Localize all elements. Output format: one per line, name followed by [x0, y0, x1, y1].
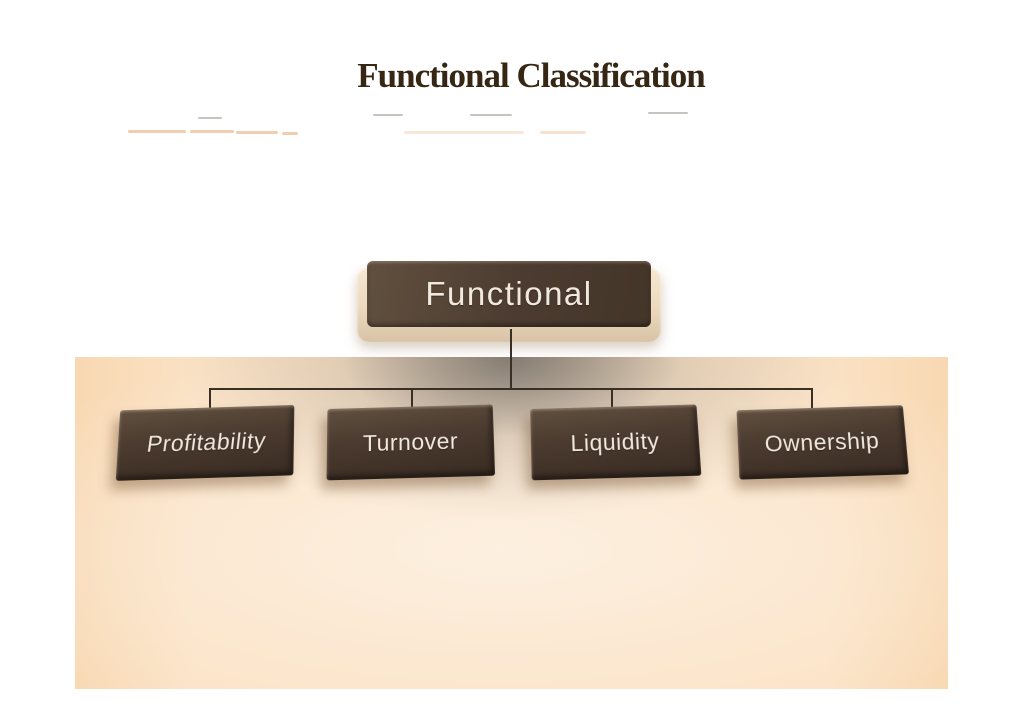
artifact-smudge: [540, 131, 586, 134]
artifact-smudge: [648, 112, 688, 114]
connector-drop-turnover: [411, 388, 413, 407]
connector-drop-liquidity: [611, 388, 613, 407]
child-node-label: Liquidity: [570, 427, 661, 456]
child-node-label: Profitability: [144, 427, 267, 457]
artifact-smudge: [282, 132, 298, 135]
slide-title: Functional Classification: [357, 56, 705, 95]
artifact-smudge: [236, 131, 278, 134]
child-node-turnover: Turnover: [326, 404, 496, 481]
root-node-label: Functional: [425, 275, 593, 312]
artifact-smudge: [373, 114, 403, 116]
artifact-smudge: [128, 130, 186, 133]
child-node-label: Ownership: [764, 426, 881, 457]
artifact-smudge: [470, 114, 512, 116]
child-node-profitability: Profitability: [115, 404, 295, 481]
artifact-smudge: [404, 131, 524, 134]
connector-root-stem: [510, 329, 512, 390]
artifact-smudge: [198, 117, 222, 119]
child-node-label: Turnover: [362, 427, 459, 456]
connector-drop-profitability: [209, 388, 211, 409]
root-node-functional: Functional: [367, 261, 651, 327]
connector-drop-ownership: [811, 388, 813, 409]
child-node-liquidity: Liquidity: [530, 404, 702, 481]
artifact-smudge: [190, 130, 234, 133]
child-node-ownership: Ownership: [736, 405, 910, 480]
